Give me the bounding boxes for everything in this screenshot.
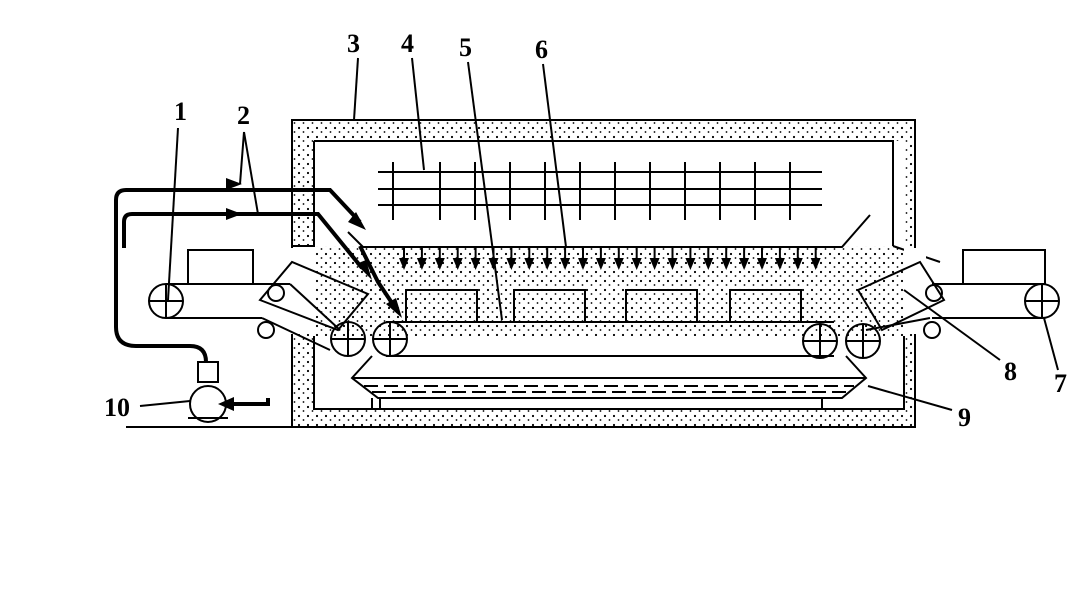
label-1: 1	[174, 97, 187, 126]
label-5: 5	[459, 33, 472, 62]
label-2: 2	[237, 101, 250, 130]
spray-nozzle	[434, 247, 445, 270]
spray-nozzle	[792, 247, 803, 270]
collection-tank	[350, 355, 868, 409]
spray-nozzle	[506, 247, 517, 270]
spray-nozzle	[703, 247, 714, 270]
spray-nozzle	[739, 247, 750, 270]
flow-arrows	[226, 178, 402, 318]
label-9: 9	[958, 403, 971, 432]
label-10: 10	[104, 393, 130, 422]
spray-nozzle	[524, 247, 535, 270]
spray-nozzle	[399, 247, 409, 270]
spray-nozzle	[578, 247, 588, 270]
spray-nozzle	[757, 247, 767, 270]
spray-nozzle	[667, 247, 678, 270]
label-3: 3	[347, 29, 360, 58]
spray-nozzle	[595, 247, 606, 270]
spray-nozzle	[542, 247, 553, 270]
outlet-conveyor	[856, 249, 1046, 332]
spray-header	[347, 214, 871, 248]
inlet-rollers	[148, 283, 408, 357]
spray-nozzle	[631, 247, 642, 270]
spray-nozzle	[685, 247, 696, 270]
process-pipes	[114, 188, 400, 363]
spray-nozzle	[774, 247, 785, 270]
inlet-conveyor	[166, 249, 370, 351]
spray-nozzle	[470, 247, 481, 270]
label-7: 7	[1054, 369, 1067, 398]
spray-nozzle	[452, 247, 463, 270]
spray-nozzle	[416, 247, 427, 270]
housing-outlet-opening	[904, 248, 926, 334]
spray-nozzles	[399, 247, 821, 270]
leader-lines	[139, 57, 1059, 411]
spray-nozzle	[649, 247, 660, 270]
spray-nozzle	[810, 247, 821, 270]
spray-nozzle	[721, 247, 732, 270]
return-line	[218, 397, 270, 411]
conveyed-items	[405, 289, 802, 323]
spray-manifold-grid	[378, 162, 822, 220]
label-8: 8	[1004, 357, 1017, 386]
label-6: 6	[535, 35, 548, 64]
circulation-pump	[188, 361, 228, 423]
spray-nozzle	[560, 247, 571, 270]
outlet-rollers	[802, 283, 1060, 359]
spray-nozzle	[613, 247, 624, 270]
label-4: 4	[401, 29, 414, 58]
